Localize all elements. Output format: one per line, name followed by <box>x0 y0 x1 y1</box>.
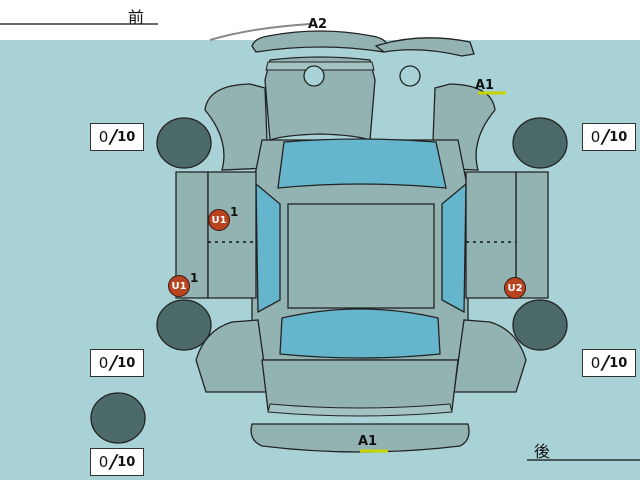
score-tire-rear-right[interactable]: 0/10 <box>582 349 636 377</box>
front-label: 前 <box>128 8 145 27</box>
roof-panel[interactable] <box>287 203 435 309</box>
front-bumper[interactable] <box>251 30 389 53</box>
damage-code-front-bumper[interactable]: A2 <box>308 17 328 32</box>
damage-pin-left-rear-quarter[interactable]: U1 <box>168 275 190 297</box>
hood[interactable] <box>264 56 376 141</box>
tire-front-left[interactable] <box>156 117 212 169</box>
tire-front-right[interactable] <box>512 117 568 169</box>
score-tire-rear-left[interactable]: 0/10 <box>90 349 144 377</box>
headlight-left <box>303 65 325 87</box>
tire-rear-right[interactable] <box>512 299 568 351</box>
score-tire-front-right[interactable]: 0/10 <box>582 123 636 151</box>
spare-tire[interactable] <box>90 392 146 444</box>
windshield[interactable] <box>277 138 447 189</box>
headlight-right <box>399 65 421 87</box>
side-window-left[interactable] <box>255 182 281 314</box>
damage-pin-left-front-door-suffix: 1 <box>230 205 239 219</box>
damage-pin-right-rear-door[interactable]: U2 <box>504 277 526 299</box>
tire-rear-left[interactable] <box>156 299 212 351</box>
damage-pin-left-rear-quarter-suffix: 1 <box>190 271 199 285</box>
doors-left[interactable] <box>207 171 257 299</box>
score-spare-tire[interactable]: 0/10 <box>90 448 144 476</box>
damage-code-hood-right[interactable]: A1 <box>475 78 495 93</box>
front-bumper-corner-right[interactable] <box>374 37 475 57</box>
damage-pin-left-front-door[interactable]: U1 <box>208 209 230 231</box>
damage-code-rear-bumper[interactable]: A1 <box>358 434 378 449</box>
score-tire-front-left[interactable]: 0/10 <box>90 123 144 151</box>
rear-label: 後 <box>534 442 551 461</box>
side-window-right[interactable] <box>441 182 467 314</box>
rear-window[interactable] <box>279 308 441 359</box>
